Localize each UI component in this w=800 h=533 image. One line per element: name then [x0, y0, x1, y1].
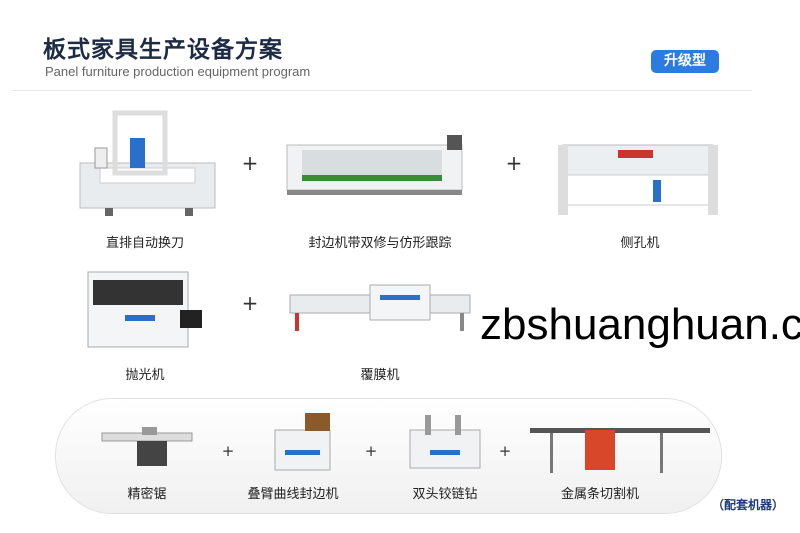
edge-banding-machine-image [286, 135, 463, 195]
machine-label: 封边机带双修与仿形跟踪 [308, 236, 452, 251]
page-title: 板式家具生产设备方案 [43, 37, 283, 63]
plus-sign: + [221, 442, 235, 460]
auxiliary-note: （配套机器） [712, 498, 785, 512]
cnc-router-image [79, 110, 216, 216]
machine-label: 侧孔机 [620, 236, 660, 251]
upgrade-badge: 升级型 [651, 50, 719, 73]
hinge-drill-image [409, 415, 481, 469]
page-subtitle: Panel furniture production equipment pro… [45, 64, 311, 79]
plus-sign: + [498, 442, 512, 460]
metal-strip-cutter-image [530, 428, 710, 473]
curve-edge-bander-image [274, 413, 331, 471]
plus-sign: + [364, 442, 378, 460]
plus-sign: + [241, 291, 259, 315]
polishing-machine-image [87, 271, 202, 348]
aux-machine-label: 金属条切割机 [560, 487, 640, 502]
panel-saw-image [101, 427, 193, 466]
machine-label: 覆膜机 [360, 368, 400, 383]
machine-label: 直排自动换刀 [105, 236, 185, 251]
aux-machine-label: 叠臂曲线封边机 [247, 487, 339, 502]
lamination-machine-image [289, 284, 471, 331]
plus-sign: + [505, 151, 523, 175]
machine-label: 抛光机 [125, 368, 165, 383]
plus-sign: + [241, 151, 259, 175]
side-hole-drilling-image [558, 144, 718, 215]
aux-machine-label: 双头铰链钻 [412, 487, 478, 502]
aux-machine-label: 精密锯 [127, 487, 167, 502]
watermark: zbshuanghuan.co [480, 300, 800, 349]
divider [12, 90, 752, 91]
